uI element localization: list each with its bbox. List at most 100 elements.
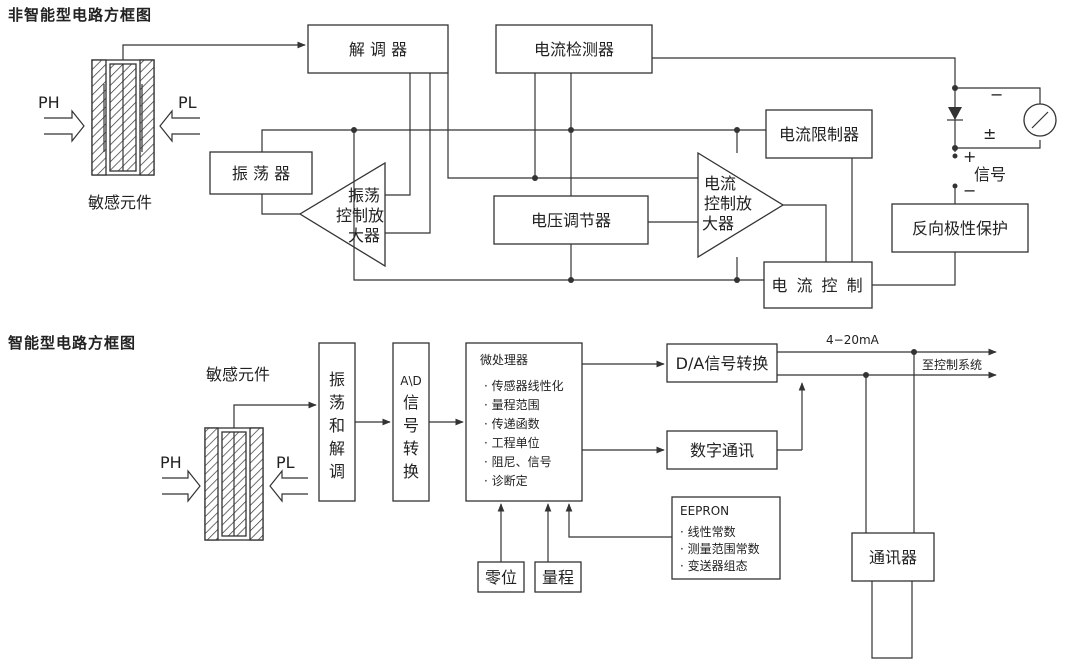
range-label: 量程 bbox=[542, 568, 574, 587]
reverse-protection-label: 反向极性保护 bbox=[912, 219, 1008, 238]
bottom-ph-label: PH bbox=[160, 453, 182, 472]
current-amp-line-3: 大器 bbox=[702, 214, 734, 233]
reverse-protection-box bbox=[891, 203, 1029, 253]
microprocessor-title: 微处理器 bbox=[480, 353, 528, 367]
top-sensing-label: 敏感元件 bbox=[88, 193, 152, 212]
ad-char-1: A\D bbox=[400, 374, 422, 388]
top-pl-label: PL bbox=[178, 93, 197, 112]
current-amp-line-1: 电流 bbox=[704, 174, 736, 193]
eeprom-item-1-text: 线性常数 bbox=[688, 524, 736, 539]
mp-item-4: · 工程单位 bbox=[484, 435, 540, 450]
current-range-label: 4−20mA bbox=[826, 333, 880, 347]
osc-demod-char-1: 振 bbox=[329, 370, 345, 389]
demodulator-box bbox=[307, 24, 449, 74]
sensor-to-demod-line bbox=[122, 41, 306, 60]
mp-item-5: · 阻尼、信号 bbox=[484, 455, 552, 469]
top-ph-label: PH bbox=[38, 93, 60, 112]
ad-char-3: 号 bbox=[403, 416, 419, 435]
zero-box bbox=[477, 561, 525, 593]
eeprom-item-1: · 线性常数 bbox=[680, 524, 736, 539]
sensor2-right-wall bbox=[249, 427, 264, 541]
ammeter-needle bbox=[1031, 111, 1049, 129]
mp-item-1-text: 传感器线性化 bbox=[492, 378, 564, 393]
digital-comm-label: 数字通讯 bbox=[690, 441, 754, 460]
osc-demod-char-3: 和 bbox=[329, 416, 345, 435]
mp-item-5-text: 阻尼、信号 bbox=[492, 455, 552, 469]
current-detector-label: 电流检测器 bbox=[534, 40, 614, 59]
sensor2-to-osc-line bbox=[233, 401, 317, 428]
oscillator-label: 振 荡 器 bbox=[232, 164, 290, 183]
range-box bbox=[534, 561, 582, 593]
sensor-capacitor-plates bbox=[103, 84, 143, 152]
communicator-handle bbox=[871, 581, 913, 659]
zero-label: 零位 bbox=[485, 568, 517, 587]
digital-comm-box bbox=[666, 430, 778, 470]
terminal-minus: − bbox=[990, 85, 1003, 104]
mp-item-2-text: 量程范围 bbox=[492, 397, 540, 412]
mp-item-4-text: 工程单位 bbox=[492, 435, 540, 450]
junction-dot-lower bbox=[863, 372, 869, 378]
osc-demod-box bbox=[318, 342, 356, 502]
ph2-pressure-arrow bbox=[162, 469, 201, 503]
eeprom-title: EEPRON bbox=[680, 504, 729, 518]
bottom-sensing-label: 敏感元件 bbox=[206, 365, 270, 384]
mp-item-6: · 诊断定 bbox=[484, 473, 528, 488]
junction-dot-upper bbox=[911, 349, 917, 355]
mp-item-2: · 量程范围 bbox=[484, 397, 540, 412]
current-amp-line-2: 控制放 bbox=[704, 194, 752, 213]
mp-item-1: · 传感器线性化 bbox=[484, 378, 564, 393]
ph-pressure-arrow bbox=[44, 109, 85, 143]
ad-char-4: 转 bbox=[403, 439, 419, 458]
terminal-plus-minus: ± bbox=[983, 124, 996, 143]
sensor-left-wall bbox=[91, 59, 107, 176]
ad-char-2: 信 bbox=[403, 393, 419, 412]
osc-demod-char-4: 解 bbox=[329, 439, 345, 458]
osc-control-amp-triangle bbox=[298, 161, 386, 268]
to-control-system-label: 至控制系统 bbox=[922, 358, 982, 372]
microprocessor-box bbox=[465, 342, 583, 502]
eeprom-item-2-text: 测量范围常数 bbox=[688, 541, 760, 556]
top-sensing-element bbox=[91, 59, 155, 176]
current-control-label: 电 流 控 制 bbox=[771, 276, 864, 295]
top-junction-dots bbox=[351, 85, 958, 283]
top-wiring bbox=[261, 57, 1041, 286]
signal-plus: + bbox=[963, 147, 976, 166]
eeprom-item-3-text: 变送器组态 bbox=[688, 558, 748, 573]
current-control-amp-triangle bbox=[697, 151, 785, 259]
signal-minus: − bbox=[963, 181, 976, 200]
ad-converter-box bbox=[392, 342, 430, 502]
diode-icon bbox=[948, 107, 962, 120]
non-smart-circuit-diagram: 非智能型电路方框图 PH PL 敏感元件 解 调 器 电流检测器 振 荡 器 振… bbox=[8, 6, 1057, 309]
mp-item-3-text: 传递函数 bbox=[492, 416, 540, 431]
ad-char-5: 换 bbox=[403, 462, 419, 481]
eeprom-box bbox=[671, 496, 781, 580]
current-limiter-box bbox=[765, 109, 873, 159]
eeprom-to-cpu-line bbox=[565, 503, 672, 538]
da-converter-box bbox=[666, 343, 778, 383]
signal-label: 信号 bbox=[974, 165, 1006, 184]
mp-item-3: · 传递函数 bbox=[484, 416, 540, 431]
pl2-pressure-arrow bbox=[269, 469, 308, 503]
communicator-label: 通讯器 bbox=[869, 548, 917, 567]
smart-circuit-diagram: 智能型电路方框图 敏感元件 PH PL 振 荡 和 解 调 A\D 信 号 转 … bbox=[8, 333, 997, 659]
osc-demod-char-5: 调 bbox=[329, 462, 345, 481]
eeprom-item-2: · 测量范围常数 bbox=[680, 541, 760, 556]
bottom-pl-label: PL bbox=[276, 453, 295, 472]
bottom-sensing-element bbox=[204, 427, 264, 541]
demodulator-label: 解 调 器 bbox=[349, 40, 407, 59]
osc-amp-line-1: 振荡 bbox=[348, 186, 380, 205]
eeprom-item-3: · 变送器组态 bbox=[680, 558, 748, 573]
mp-item-6-text: 诊断定 bbox=[492, 473, 528, 488]
oscillator-box bbox=[209, 151, 313, 195]
osc-amp-line-3: 大器 bbox=[348, 226, 380, 245]
bottom-diagram-title: 智能型电路方框图 bbox=[8, 334, 136, 352]
top-diagram-title: 非智能型电路方框图 bbox=[8, 6, 152, 24]
osc-amp-line-2: 控制放 bbox=[336, 206, 384, 225]
sensor-right-wall bbox=[139, 59, 155, 176]
communicator-box bbox=[851, 532, 935, 582]
da-converter-label: D/A信号转换 bbox=[676, 354, 769, 373]
osc-demod-char-2: 荡 bbox=[329, 393, 345, 412]
current-detector-box bbox=[495, 24, 653, 74]
pl-pressure-arrow bbox=[159, 109, 200, 143]
